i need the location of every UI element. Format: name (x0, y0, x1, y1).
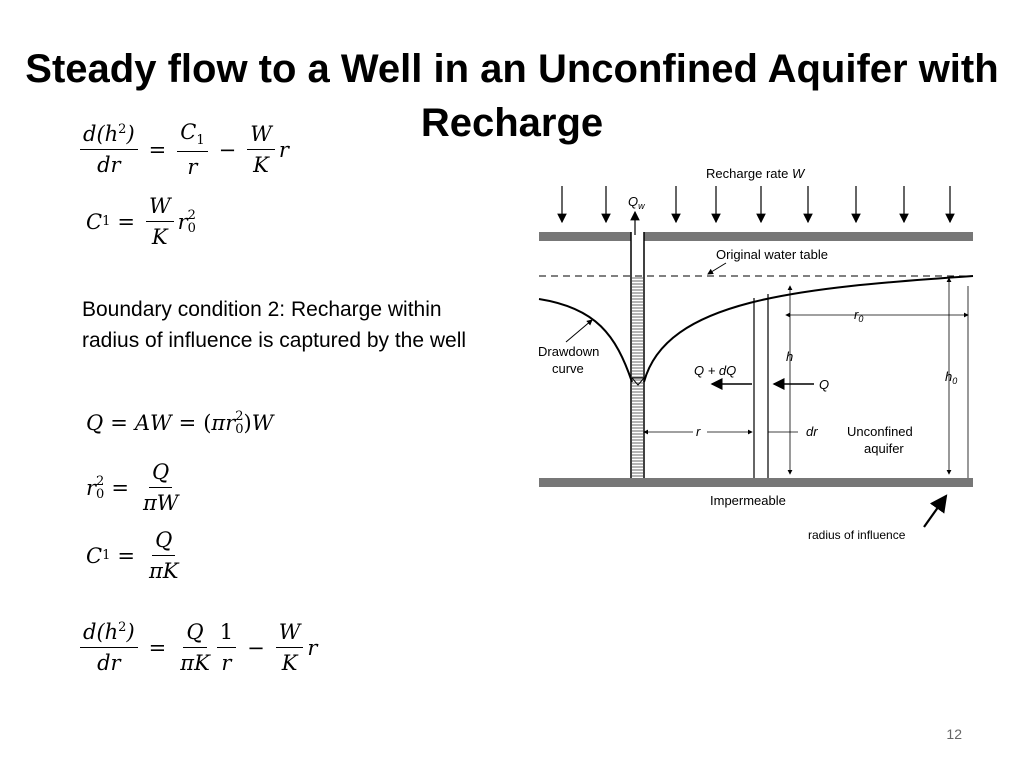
boundary-condition-text: Boundary condition 2: Recharge within ra… (82, 298, 467, 352)
unconfined-label-1: Unconfined (847, 424, 913, 439)
eq1-c1-fraction: C1 r (177, 120, 208, 179)
eq6-lhs-fraction: d(h2) dr (80, 620, 138, 675)
equation-6: d(h2) dr = Q πK 1 r − W K r (76, 620, 317, 675)
impermeable-base (539, 478, 973, 487)
r0-label: r0 (854, 307, 863, 324)
drawdown-curve (538, 275, 974, 383)
drawdown-label-1: Drawdown (538, 344, 599, 359)
dr-label: dr (806, 424, 818, 439)
equation-1: d(h2) dr = C1 r − W K r (76, 120, 289, 179)
ground-left (539, 232, 631, 241)
original-water-table-label: Original water table (716, 247, 828, 262)
q-dq-label: Q + dQ (694, 363, 736, 378)
qw-label: Qw (628, 194, 645, 211)
h-label: h (786, 349, 793, 364)
impermeable-label: Impermeable (710, 493, 786, 508)
page-number: 12 (946, 726, 962, 742)
eq2-wk-fraction: W K (145, 194, 174, 249)
well-diagram: Recharge rate W Qw Original water table … (538, 166, 974, 542)
drawdown-pointer (565, 319, 593, 343)
recharge-rate-label: Recharge rate W (706, 166, 806, 181)
r-label-bg (693, 422, 707, 438)
eq1-lhs-fraction: d(h2) dr (80, 122, 138, 177)
recharge-arrows (557, 186, 955, 224)
radius-of-influence-arrow (923, 494, 948, 528)
well-screen (632, 277, 643, 477)
water-level-marker (630, 377, 646, 386)
eq4-fraction: Q πW (142, 460, 179, 515)
ground-right (644, 232, 973, 241)
q-label: Q (819, 377, 829, 392)
h0-label: h0 (945, 369, 957, 386)
eq1-wk-fraction: W K (247, 122, 275, 177)
radius-of-influence-label: radius of influence (808, 528, 906, 542)
drawdown-label-2: curve (552, 361, 584, 376)
eq6-q-fraction: Q πK (180, 620, 210, 675)
slide-title: Steady flow to a Well in an Unconfined A… (25, 47, 999, 145)
unconfined-label-2: aquifer (864, 441, 904, 456)
owt-pointer (707, 262, 727, 275)
eq6-wk-fraction: W K (275, 620, 304, 675)
eq6-1r-fraction: 1 r (216, 620, 237, 675)
r-label: r (696, 424, 701, 439)
eq5-fraction: Q πK (148, 528, 179, 583)
